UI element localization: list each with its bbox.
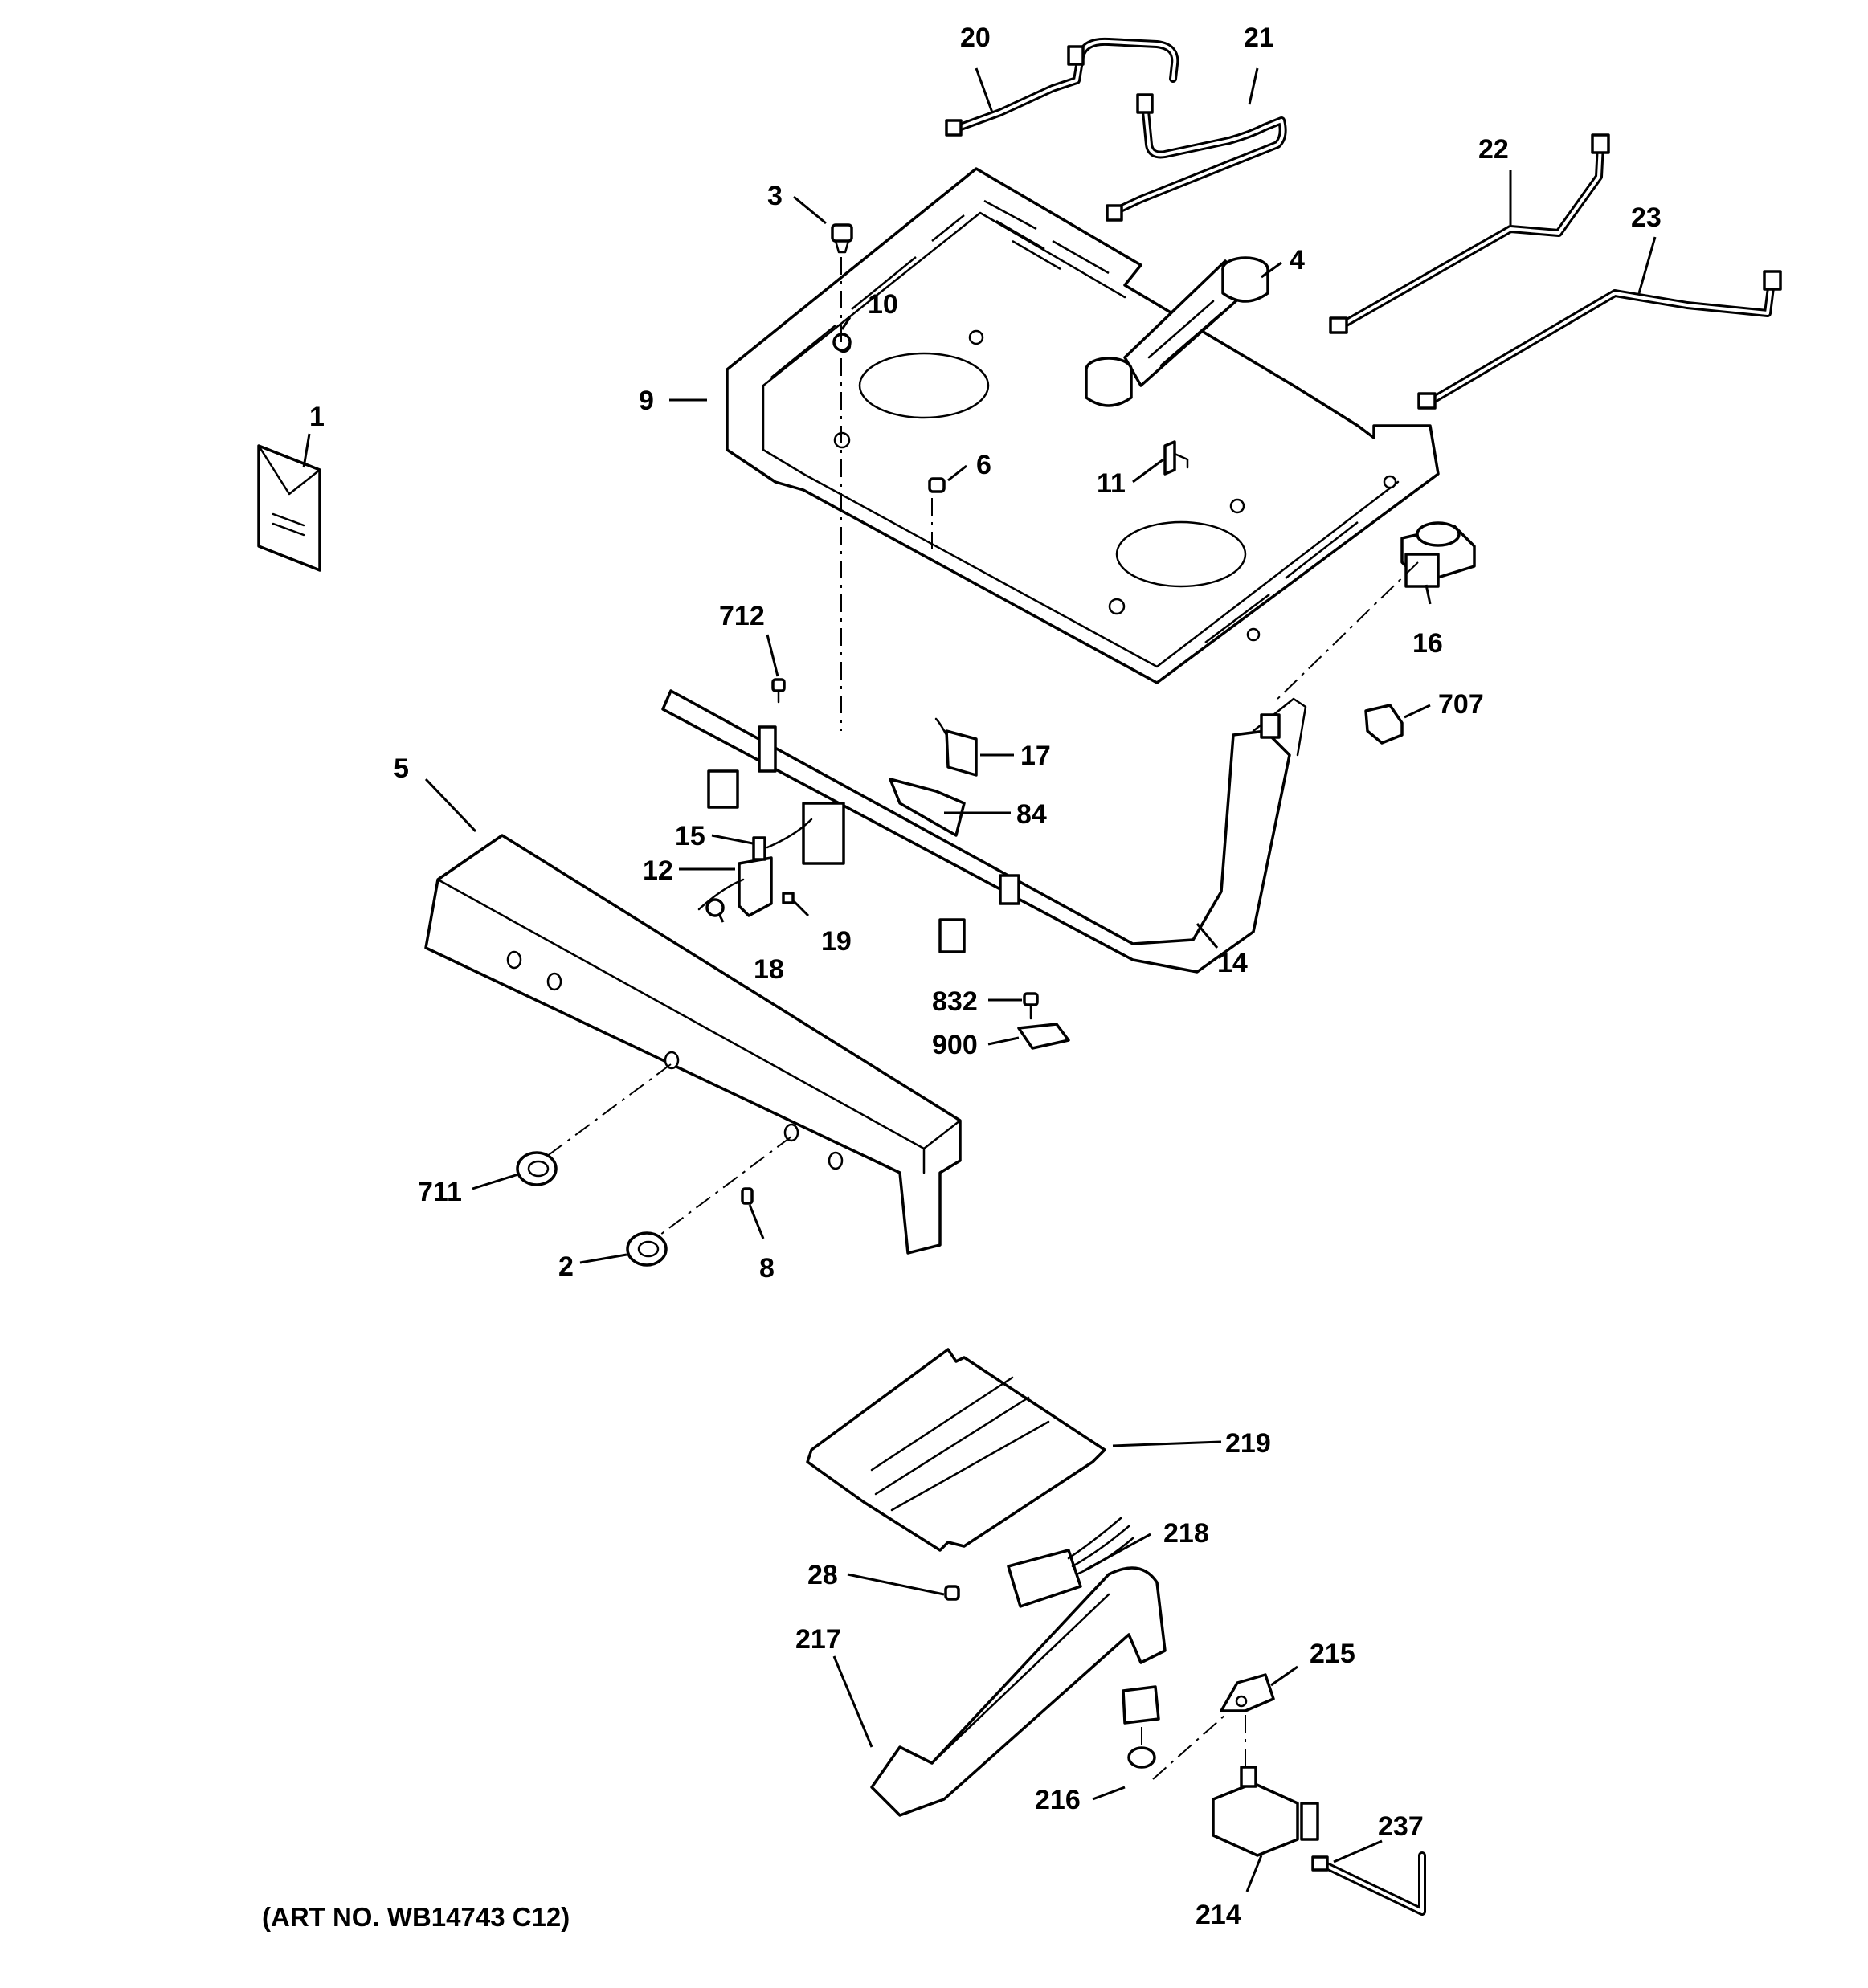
callout-214: 214 (1196, 1900, 1241, 1930)
callout-23: 23 (1631, 202, 1662, 233)
part-2-knob[interactable] (626, 1231, 668, 1267)
callout-712: 712 (719, 601, 765, 631)
part-215-bracket[interactable] (1220, 1673, 1275, 1712)
part-711-knob[interactable] (516, 1151, 558, 1186)
part-900-clip[interactable] (1017, 1023, 1070, 1050)
callout-711: 711 (418, 1177, 462, 1207)
part-84-bracket[interactable] (889, 778, 966, 837)
callout-20: 20 (960, 22, 991, 53)
part-217-oven-burner[interactable] (870, 1566, 1167, 1817)
part-28-screw[interactable] (944, 1585, 960, 1601)
callout-8: 8 (759, 1253, 775, 1284)
callout-1: 1 (309, 402, 325, 432)
callout-12: 12 (643, 855, 673, 886)
callout-707: 707 (1438, 689, 1484, 720)
callout-labels: 20 21 3 4 22 23 10 9 1 6 11 16 712 707 1… (309, 22, 1662, 1930)
callout-218: 218 (1163, 1518, 1209, 1549)
callout-17: 17 (1020, 741, 1051, 771)
art-number: (ART NO. WB14743 C12) (262, 1902, 570, 1932)
callout-900: 900 (932, 1030, 978, 1060)
callout-217: 217 (795, 1624, 841, 1655)
callout-16: 16 (1412, 628, 1443, 659)
leader-lines (302, 67, 1657, 1892)
part-219-shield[interactable] (806, 1348, 1106, 1552)
callout-18: 18 (754, 954, 784, 985)
part-9-burner-box[interactable] (726, 167, 1440, 684)
alignment-lines (546, 257, 1419, 1780)
callout-2: 2 (558, 1251, 574, 1282)
part-237-tube[interactable] (1311, 1851, 1427, 1916)
callout-14: 14 (1217, 948, 1248, 978)
part-5-manifold-panel[interactable] (424, 834, 962, 1255)
part-12-switch[interactable] (697, 856, 773, 917)
part-8-screw[interactable] (741, 1187, 754, 1205)
callout-19: 19 (821, 926, 852, 957)
callout-219: 219 (1225, 1428, 1271, 1459)
callout-22: 22 (1478, 134, 1509, 165)
callout-15: 15 (675, 821, 705, 851)
callout-215: 215 (1310, 1639, 1355, 1669)
part-712-screw[interactable] (771, 678, 786, 704)
part-17-spark-module[interactable] (934, 717, 978, 777)
callout-5: 5 (394, 753, 409, 784)
part-23-tube[interactable] (1417, 270, 1782, 410)
callout-11: 11 (1097, 468, 1126, 499)
part-216-orifice[interactable] (1122, 1685, 1160, 1769)
callout-9: 9 (639, 386, 654, 416)
part-18-nut[interactable] (705, 898, 725, 917)
part-214-valve[interactable] (1212, 1766, 1319, 1857)
callout-28: 28 (807, 1560, 838, 1590)
part-4-burner[interactable] (1085, 256, 1269, 407)
part-707-button[interactable] (1364, 704, 1404, 745)
callout-6: 6 (976, 450, 991, 480)
part-22-tube[interactable] (1329, 133, 1610, 334)
callout-216: 216 (1035, 1785, 1081, 1815)
part-16-regulator[interactable] (1400, 521, 1476, 588)
part-6-screw[interactable] (928, 477, 946, 493)
part-19-screw[interactable] (782, 892, 795, 904)
part-11-bracket[interactable] (1163, 440, 1189, 476)
callout-21: 21 (1244, 22, 1274, 53)
part-15-igniter[interactable] (752, 818, 813, 861)
callout-4: 4 (1290, 245, 1305, 276)
callout-832: 832 (932, 986, 978, 1017)
callout-10: 10 (868, 289, 898, 320)
part-20-tube[interactable] (945, 37, 1179, 137)
part-21-tube[interactable] (1106, 93, 1287, 222)
part-1-literature[interactable] (257, 444, 321, 572)
callout-3: 3 (767, 181, 783, 211)
callout-237: 237 (1378, 1811, 1424, 1842)
part-14-manifold[interactable] (661, 689, 1307, 974)
part-3-screw[interactable] (831, 223, 853, 254)
part-832-screw[interactable] (1023, 992, 1039, 1020)
callout-84: 84 (1016, 799, 1047, 830)
